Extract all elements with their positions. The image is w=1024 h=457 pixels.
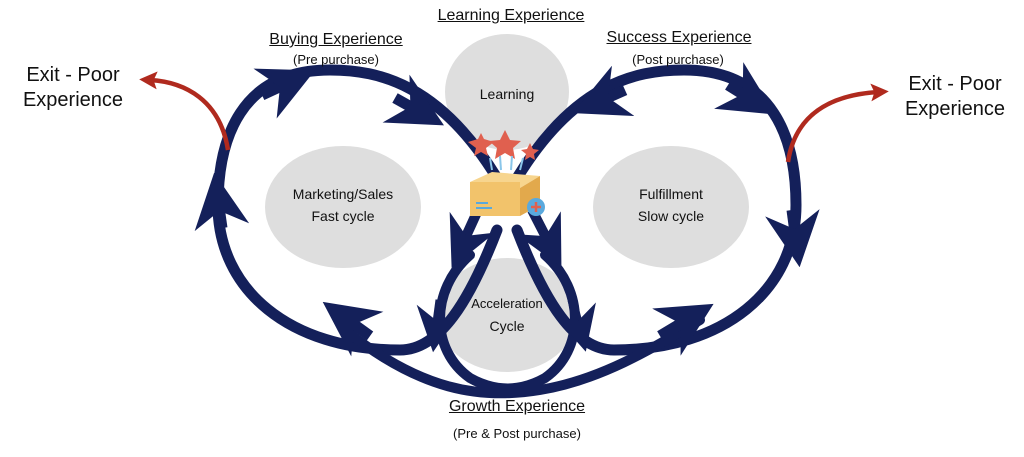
- exit-right-line2: Experience: [904, 98, 1006, 120]
- exit-arrow-right: [785, 83, 889, 163]
- exit-arrow-left: [139, 71, 231, 151]
- fulfillment-line2: Slow cycle: [637, 208, 705, 224]
- marketing-line1: Marketing/Sales: [292, 186, 394, 202]
- fulfillment-bubble: [593, 146, 749, 268]
- fulfillment-label: Fulfillment Slow cycle: [598, 183, 744, 227]
- arrow-accel-left: [416, 299, 462, 353]
- growth-experience-heading: Growth Experience: [448, 398, 586, 415]
- exit-left-line2: Experience: [22, 89, 124, 111]
- marketing-line2: Fast cycle: [311, 208, 375, 224]
- growth-loop: [340, 315, 705, 399]
- gift-box-icon: [468, 130, 545, 216]
- arrow-top-left: [253, 68, 315, 119]
- arrow-left-side: [194, 172, 250, 232]
- learning-label: Learning: [479, 86, 535, 102]
- exit-right-line1: Exit - Poor: [908, 73, 1002, 95]
- exit-label-right: Exit - Poor Experience: [890, 72, 1020, 122]
- fulfillment-line1: Fulfillment: [639, 186, 703, 202]
- exit-label-left: Exit - Poor Experience: [8, 63, 138, 113]
- marketing-bubble: [265, 146, 421, 268]
- arrow-top-right: [572, 65, 635, 116]
- arrow-lower-left: [322, 301, 384, 357]
- success-experience-subtitle: (Post purchase): [632, 52, 724, 67]
- exit-left-line1: Exit - Poor: [26, 64, 120, 86]
- loop-arrows: [194, 62, 820, 357]
- arrow-accel-right: [552, 298, 596, 352]
- learning-experience-heading: Learning Experience: [437, 7, 585, 24]
- buying-experience-heading: Buying Experience: [269, 31, 403, 48]
- acceleration-line1: Acceleration: [471, 296, 543, 311]
- learning-bubble: [445, 34, 569, 150]
- success-experience-heading: Success Experience: [606, 29, 752, 46]
- acceleration-line2: Cycle: [489, 318, 525, 334]
- acceleration-label: Acceleration Cycle: [447, 293, 567, 337]
- arrow-upper-right: [714, 62, 776, 115]
- arrow-right-side: [765, 209, 820, 268]
- arrow-upper-left: [382, 74, 444, 126]
- marketing-label: Marketing/Sales Fast cycle: [270, 183, 416, 227]
- growth-experience-subtitle: (Pre & Post purchase): [453, 426, 581, 441]
- arrow-lower-right: [652, 303, 714, 356]
- buying-experience-subtitle: (Pre purchase): [293, 52, 379, 67]
